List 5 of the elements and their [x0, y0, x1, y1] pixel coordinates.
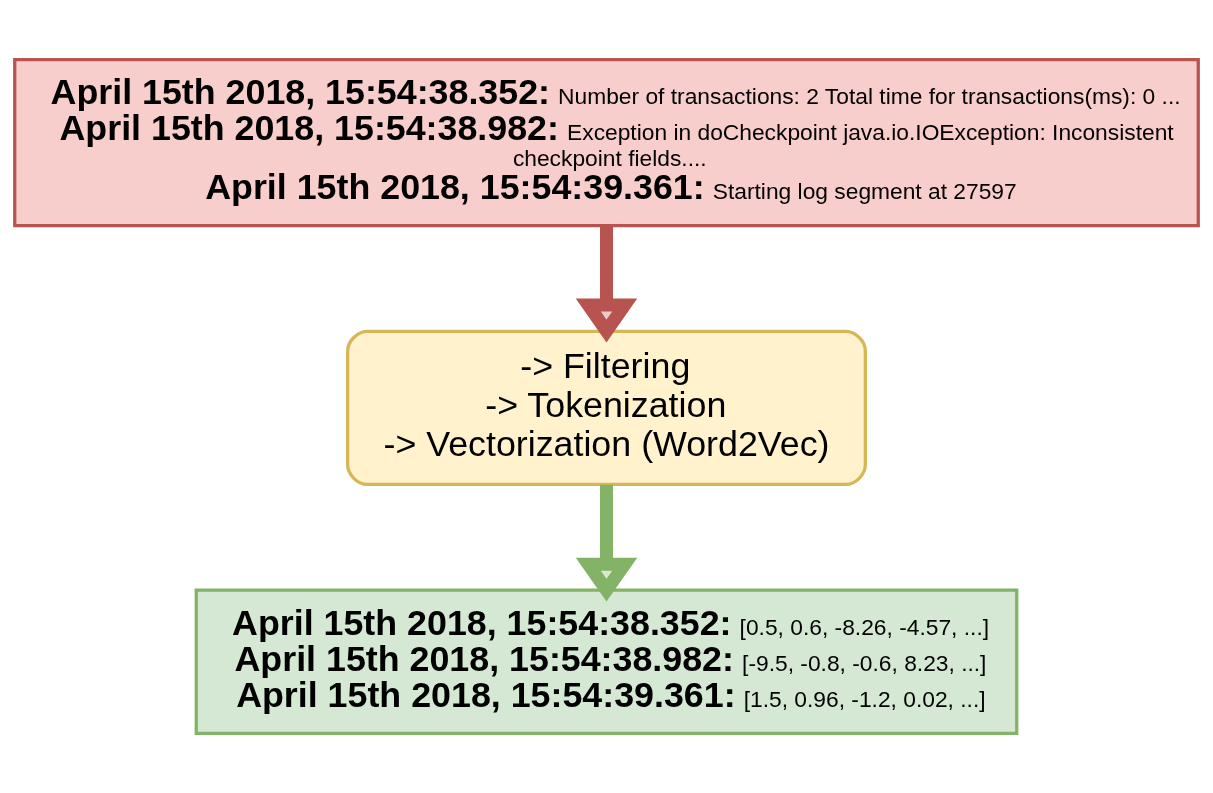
node-box: April 15th 2018, 15:54:38.352: [0.5, 0.6, -8.26, -4.57, ...] April 15th 2018, 15:54:38.982: [-9.5, -0.8, -0.6, 8.23, ...] April 15th 2018, 15:54:39.361: [1.5, 0.96, -1.2, 0.02, ...]	[194, 588, 1019, 736]
node-box: -> Filtering -> Tokenization -> Vectorization (Word2Vec)	[346, 329, 867, 487]
arrow	[575, 225, 638, 343]
arrow	[575, 484, 638, 602]
node-box: April 15th 2018, 15:54:38.352: Number of transactions: 2 Total time for transactions(ms): 0 ... April 15th 2018, 15:54:38.982: Exception in doCheckpoint java.io.IOException: Inconsistent checkpoint fields.... April 15th 2018, 15:54:39.361: Starting log segment at 27597	[13, 57, 1200, 228]
